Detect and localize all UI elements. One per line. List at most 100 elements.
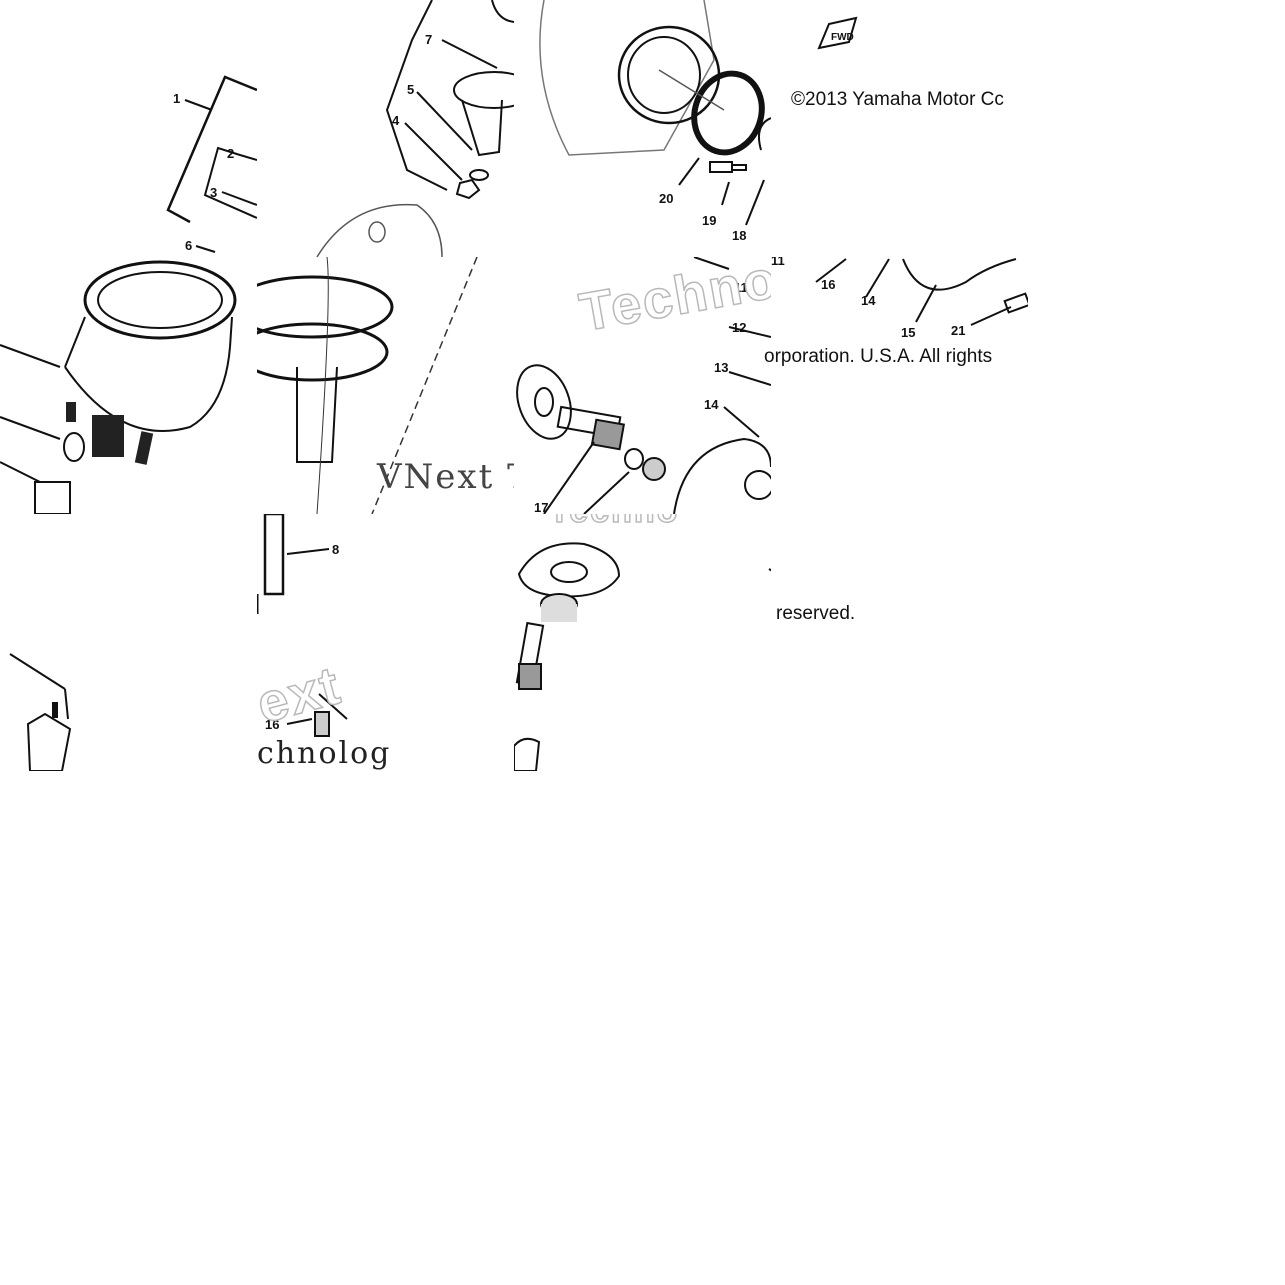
bracket-line-1 xyxy=(166,75,257,224)
callout-16b: 16 xyxy=(821,277,835,292)
leader-8 xyxy=(286,548,330,555)
driven-gear xyxy=(518,663,542,690)
leader-4 xyxy=(404,122,463,181)
callout-11: 11 xyxy=(734,280,748,295)
leader-19 xyxy=(721,181,730,206)
upper-housing xyxy=(491,0,514,23)
tile-gear-housing: 20 19 18 xyxy=(514,0,771,257)
housing-outline xyxy=(539,0,715,156)
bracket-16 xyxy=(318,693,348,720)
leader-left-3 xyxy=(0,461,41,483)
meter-cover-outline xyxy=(316,203,443,257)
housing-bore-outer xyxy=(617,25,721,125)
speedometer-cable xyxy=(263,514,285,596)
watermark-d: chnolog xyxy=(257,736,392,771)
gasket-plate xyxy=(517,542,621,598)
fwd-label: FWD xyxy=(831,32,854,43)
cable-end-fitting xyxy=(26,712,72,771)
bulb-socket xyxy=(34,481,71,514)
oil-seal-body xyxy=(541,604,577,622)
tile-speedometer xyxy=(0,257,257,514)
mount-stud-right xyxy=(134,431,154,465)
meter-stay xyxy=(296,366,338,463)
leader-21 xyxy=(970,306,1012,326)
copyright-line-1: ©2013 Yamaha Motor Cc xyxy=(791,89,1004,110)
leader-11-a xyxy=(693,257,730,270)
callout-13: 13 xyxy=(714,360,728,375)
leader-lower xyxy=(9,653,66,690)
worm-gear xyxy=(590,418,626,451)
callout-16a: 16 xyxy=(265,717,279,732)
bolt-19-shank xyxy=(731,164,747,171)
cover-edge xyxy=(758,117,771,151)
washer xyxy=(469,169,489,181)
leader-7 xyxy=(441,39,498,69)
leader-17 xyxy=(543,441,595,514)
leader-20 xyxy=(678,157,700,186)
copyright-line-2: orporation. U.S.A. All rights xyxy=(764,346,993,367)
gasket-hole xyxy=(550,561,588,583)
bulb xyxy=(63,432,85,462)
cover-hole xyxy=(368,221,386,243)
watermark-b: VNext Tec xyxy=(377,457,514,497)
speedometer-face xyxy=(97,271,223,329)
speedometer-body-bottom xyxy=(64,346,231,432)
gear-cover xyxy=(902,258,1017,291)
grommet-stem xyxy=(461,99,503,157)
leader-6 xyxy=(195,245,216,253)
callout-20: 20 xyxy=(659,191,673,206)
callout-21: 21 xyxy=(951,323,965,338)
leader-14b xyxy=(723,406,760,438)
tile-speedometer-cable: 8 16 ext chnolog xyxy=(257,514,514,771)
copyright-line-3: reserved. xyxy=(776,603,856,624)
bushing xyxy=(642,457,666,481)
leader-3 xyxy=(221,191,257,206)
callout-2: 2 xyxy=(227,146,234,161)
callout-14a: 14 xyxy=(861,293,876,308)
bracket-line-2 xyxy=(203,146,257,219)
bracket-line-3 xyxy=(385,0,448,191)
cable-end-pin xyxy=(52,702,58,718)
bracket-lower xyxy=(64,688,69,720)
centerline xyxy=(658,69,725,111)
callout-5: 5 xyxy=(407,82,414,97)
housing-port xyxy=(744,470,771,500)
callout-8: 8 xyxy=(332,542,339,557)
callout-1: 1 xyxy=(173,91,180,106)
leader-left-1 xyxy=(0,344,61,368)
callout-6: 6 xyxy=(185,238,192,253)
bolt-19-head xyxy=(709,161,733,173)
drive-plate-hub xyxy=(534,387,554,417)
callout-12: 12 xyxy=(732,320,746,335)
callout-4: 4 xyxy=(392,113,400,128)
edge-fragment xyxy=(768,568,771,572)
fwd-arrow-icon xyxy=(817,16,858,50)
callout-3: 3 xyxy=(210,185,217,200)
guide-line xyxy=(371,257,478,514)
speedometer-bezel xyxy=(83,260,237,340)
leader-12 xyxy=(728,326,771,338)
callout-7: 7 xyxy=(425,32,432,47)
gasket xyxy=(257,322,389,382)
leader-left-2 xyxy=(0,416,61,440)
gear-housing xyxy=(673,437,771,514)
callout-15: 15 xyxy=(901,325,915,340)
leader-16a xyxy=(286,718,313,725)
grommet-ring xyxy=(453,71,514,109)
tile-drive-gear: 17 11 12 13 14 Techno xyxy=(514,257,771,514)
leader-16 xyxy=(815,258,847,283)
leader-18 xyxy=(745,179,765,226)
lens-ring xyxy=(257,275,394,339)
screw-16 xyxy=(314,711,330,737)
wire xyxy=(316,257,329,514)
tile-gasket-assembly: Techno xyxy=(514,514,771,771)
leader-15 xyxy=(915,284,937,323)
speedometer-body-sides xyxy=(64,316,233,368)
callout-14b: 14 xyxy=(704,397,719,412)
callout-19: 19 xyxy=(702,213,716,228)
o-ring xyxy=(691,70,765,156)
callout-18: 18 xyxy=(732,228,746,243)
tile-fwd-arrow: FWD xyxy=(771,0,1028,257)
tile-lens-gasket: VNext Tec xyxy=(257,257,514,514)
